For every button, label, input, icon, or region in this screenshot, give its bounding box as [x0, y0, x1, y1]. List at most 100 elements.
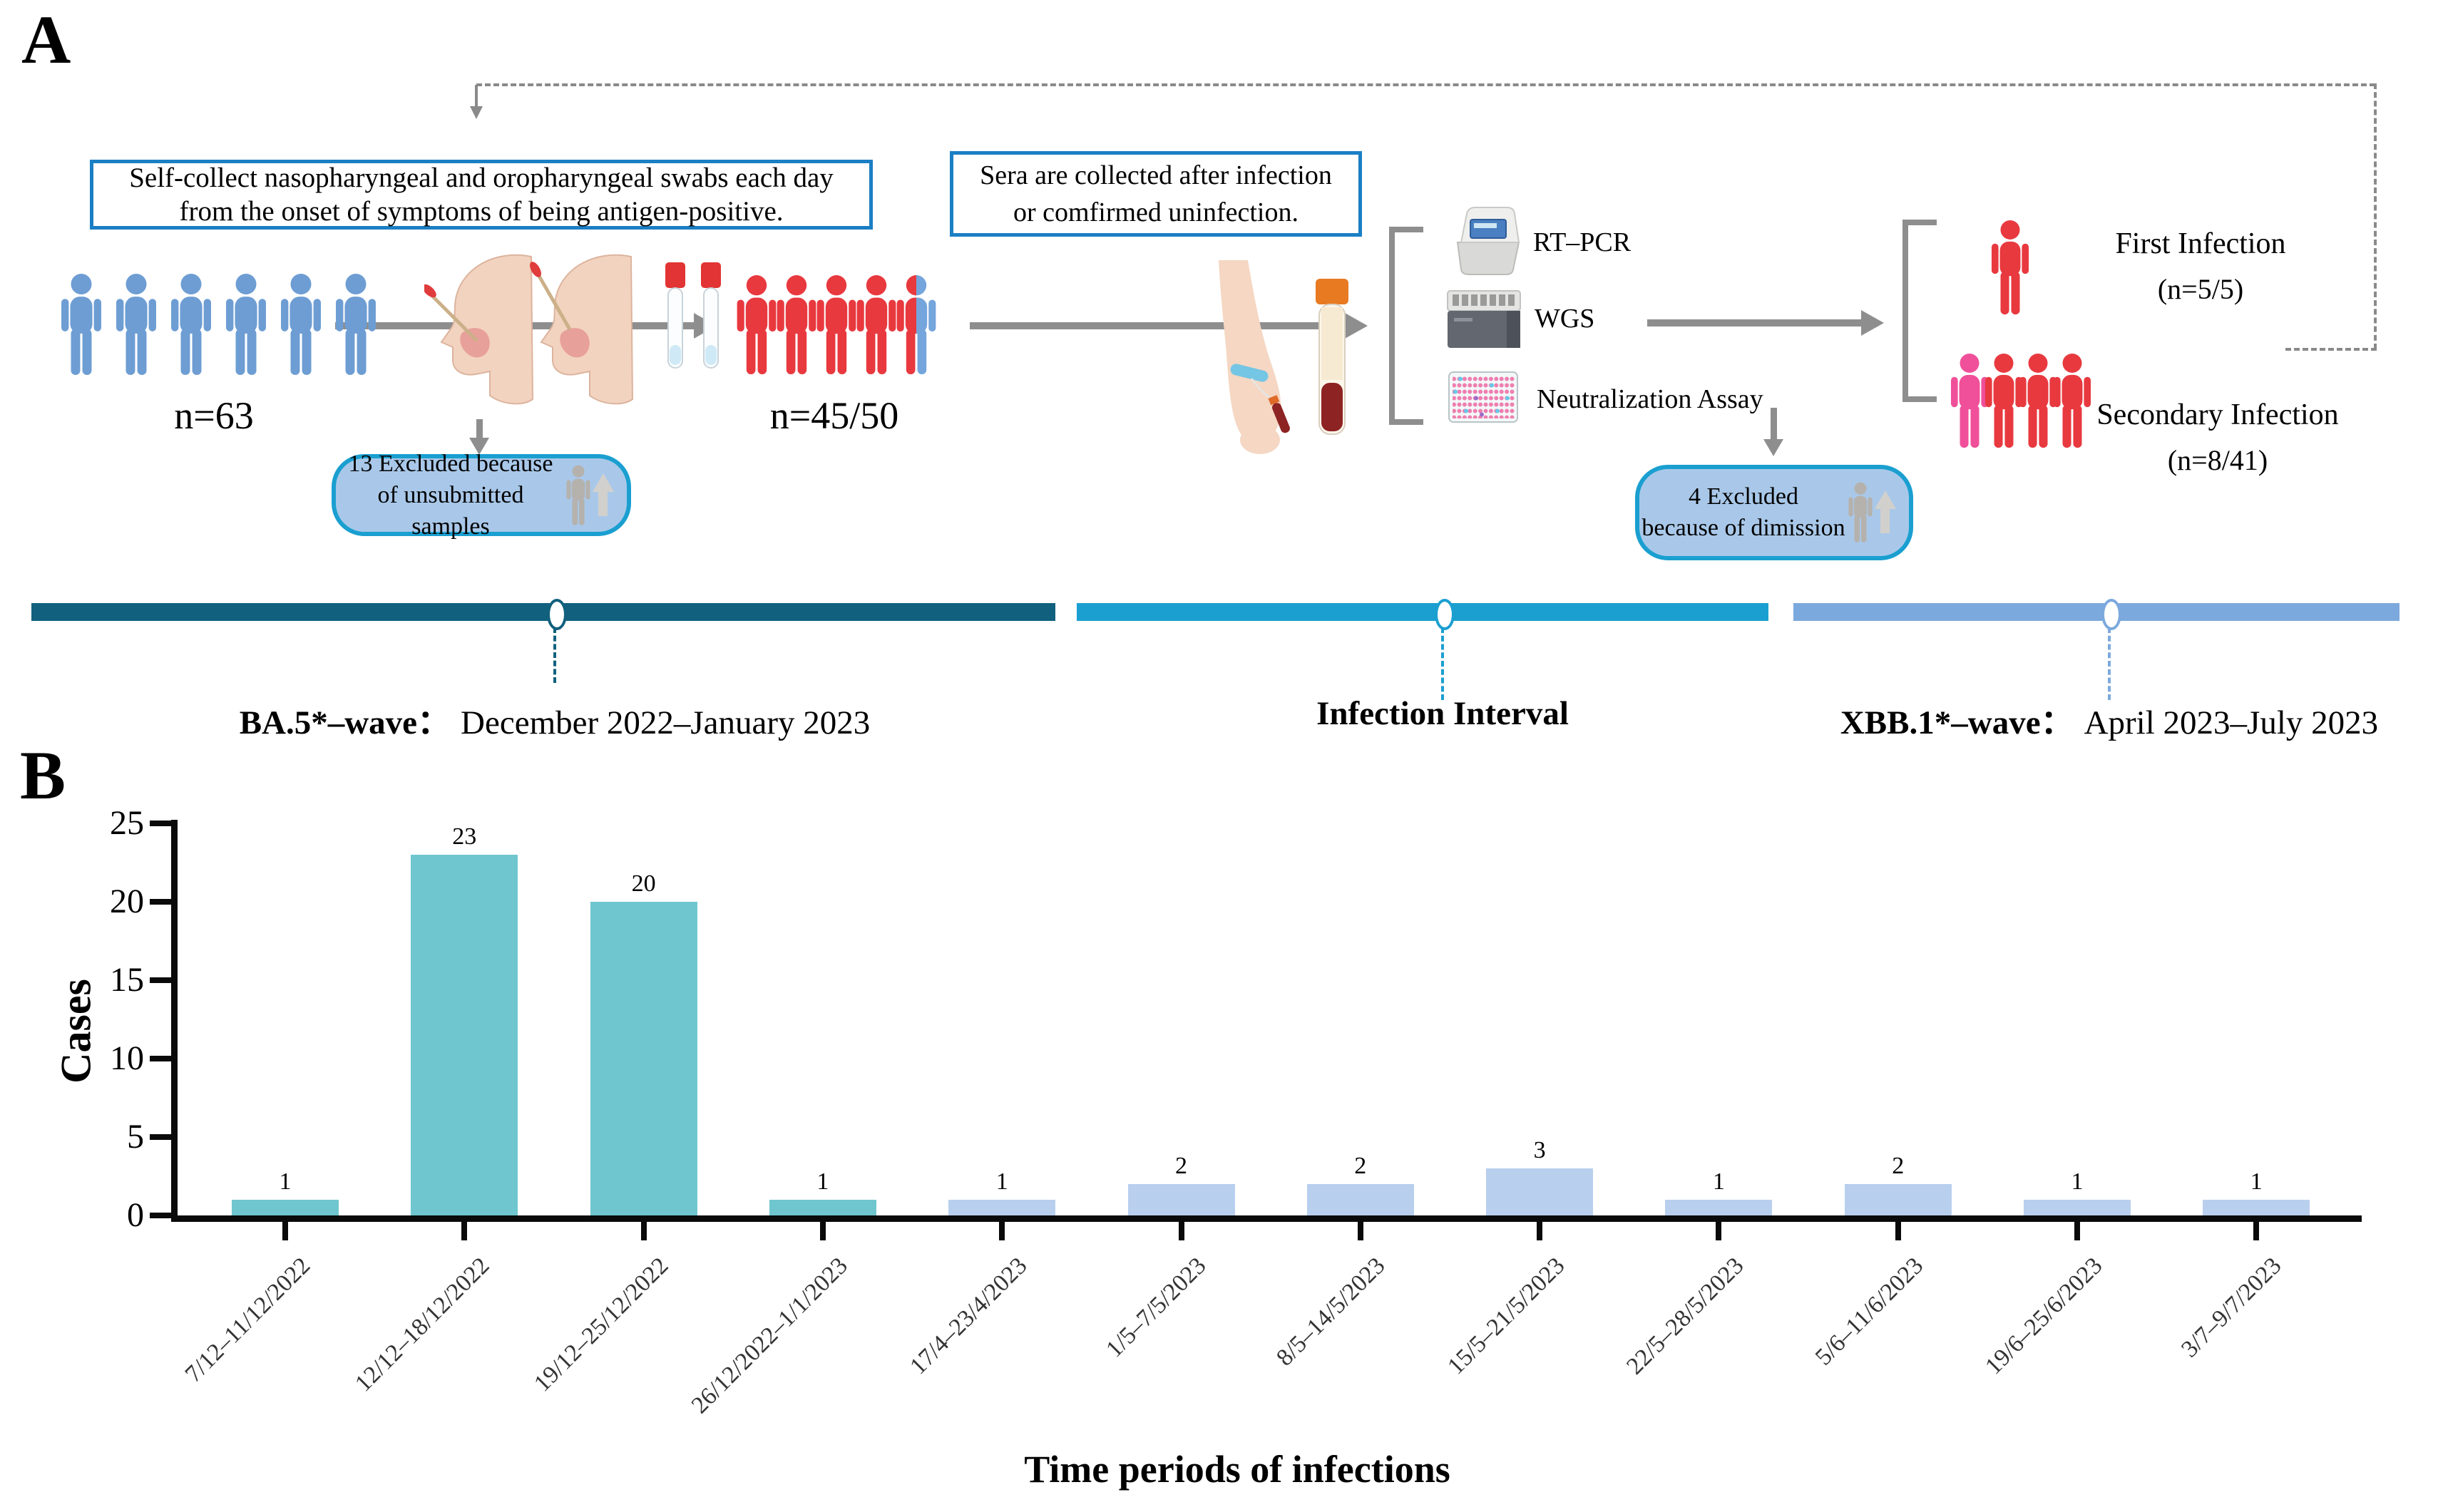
y-tick-label: 5 — [127, 1118, 144, 1156]
panel-b-label: B — [20, 737, 66, 813]
y-tick-label: 20 — [110, 883, 144, 920]
bar — [1665, 1200, 1773, 1215]
bar — [1486, 1168, 1594, 1215]
bar-value-label: 1 — [2071, 1168, 2084, 1195]
x-tick-label: 1/5–7/5/2023 — [1101, 1253, 1212, 1363]
person-icon — [336, 274, 376, 375]
assay-bracket — [1389, 227, 1423, 425]
person-icon — [737, 275, 777, 374]
outcome-bracket — [1902, 220, 1937, 402]
person-icon — [777, 275, 816, 374]
bar-value-label: 1 — [279, 1168, 292, 1195]
bar-value-label: 23 — [452, 823, 477, 850]
bar — [590, 902, 697, 1215]
bar-value-label: 2 — [1892, 1153, 1905, 1179]
excluded-dimission-line1: 4 Excluded — [1689, 483, 1798, 510]
x-tick — [2074, 1222, 2080, 1240]
bar — [411, 855, 518, 1215]
bar — [948, 1200, 1056, 1215]
bar-value-label: 1 — [816, 1168, 829, 1195]
swab-protocol-line1: Self-collect nasopharyngeal and orophary… — [129, 163, 834, 193]
exclusion-2-down-arrow-icon — [1763, 408, 1783, 456]
x-tick-label: 19/12–25/12/2022 — [529, 1253, 674, 1397]
x-tick — [1716, 1222, 1722, 1240]
bar-value-label: 3 — [1533, 1137, 1546, 1163]
excluded-person-icon — [565, 465, 617, 526]
sera-protocol-line1: Sera are collected after infection — [980, 160, 1332, 190]
neutralization-plate-icon — [1448, 371, 1518, 423]
bar — [2203, 1200, 2310, 1215]
timeline-ba5-wave-bar — [31, 603, 1055, 621]
cohort-positive-n-label: n=45/50 — [769, 394, 899, 437]
x-tick — [1357, 1222, 1363, 1240]
swab-protocol-line2: from the onset of symptoms of being anti… — [179, 196, 784, 227]
x-tick-label: 22/5–28/5/2023 — [1622, 1253, 1749, 1380]
feedback-down-arrow-icon — [470, 85, 483, 119]
excluded-unsubmitted-line1: 13 Excluded because — [348, 450, 553, 477]
y-tick-label: 10 — [110, 1039, 144, 1077]
bar-value-label: 1 — [1712, 1168, 1725, 1195]
person-icon — [61, 274, 101, 375]
timeline-drop-line — [1441, 627, 1444, 700]
first-infection-n-label: (n=5/5) — [2157, 273, 2244, 305]
first-infection-title: First Infection — [2115, 227, 2286, 260]
feedback-dashed-right-line — [2374, 83, 2377, 349]
flow-arrow-3-icon — [1647, 310, 1884, 336]
rt-pcr-label: RT–PCR — [1533, 227, 1632, 257]
secondary-infection-title: Secondary Infection — [2096, 398, 2339, 431]
panel-a-label: A — [21, 1, 71, 78]
timeline-drop-line — [553, 627, 556, 683]
blood-draw-illustration-icon — [1219, 260, 1348, 454]
swab-protocol-box: Self-collect nasopharyngeal and orophary… — [90, 160, 873, 230]
xbb-wave-label: XBB.1*–wave：April 2023–July 2023 — [1840, 704, 2379, 741]
x-tick — [1178, 1222, 1184, 1240]
x-tick-label: 7/12–11/12/2022 — [180, 1253, 316, 1388]
bar — [2024, 1200, 2131, 1215]
x-tick-label: 5/6–11/6/2023 — [1810, 1253, 1928, 1371]
sera-protocol-box: Sera are collected after infection or co… — [950, 151, 1362, 237]
timeline-xbb-wave-bar — [1793, 603, 2400, 621]
y-axis-title: Cases — [52, 979, 100, 1084]
flow-arrow-2-icon — [970, 313, 1368, 339]
y-tick-label: 15 — [110, 961, 144, 999]
bar — [1306, 1184, 1414, 1215]
x-tick — [640, 1222, 647, 1240]
neutralization-assay-label: Neutralization Assay — [1537, 384, 1763, 414]
y-tick — [150, 821, 171, 826]
bar — [769, 1200, 876, 1215]
person-icon — [281, 274, 321, 375]
x-tick-label: 26/12/2022–1/1/2023 — [686, 1253, 854, 1419]
y-tick — [150, 977, 171, 983]
excluded-dimission-line2: because of dimission — [1642, 515, 1845, 541]
swab-collection-illustration-icon — [424, 254, 721, 405]
wgs-label: WGS — [1535, 304, 1595, 334]
x-tick — [1895, 1222, 1901, 1240]
cohort-initial-n-label: n=63 — [174, 394, 254, 437]
x-tick — [999, 1222, 1005, 1240]
y-tick — [150, 1213, 171, 1218]
excluded-unsubmitted-box: 13 Excluded because of unsubmitted sampl… — [332, 451, 631, 540]
bar — [1127, 1184, 1235, 1215]
x-tick-label: 19/6–25/6/2023 — [1980, 1253, 2108, 1380]
x-tick — [1537, 1222, 1543, 1240]
person-icon — [2053, 353, 2091, 448]
x-axis-line — [171, 1215, 2362, 1222]
x-tick — [2253, 1222, 2260, 1240]
infection-interval-label: Infection Interval — [1316, 695, 1569, 732]
excluded-dimission-box: 4 Excluded because of dimission — [1635, 465, 1913, 560]
bar-value-label: 20 — [631, 870, 656, 897]
excluded-unsubmitted-line2: of unsubmitted samples — [377, 481, 524, 540]
person-icon — [856, 275, 896, 374]
x-tick-label: 17/4–23/4/2023 — [904, 1253, 1033, 1380]
x-tick — [282, 1222, 288, 1240]
person-icon — [116, 274, 156, 375]
x-tick-label: 15/5–21/5/2023 — [1442, 1253, 1570, 1380]
wgs-sequencer-icon — [1447, 290, 1521, 348]
bar-value-label: 2 — [1175, 1153, 1187, 1179]
timeline-drop-line — [2108, 627, 2111, 700]
x-tick-label: 12/12–18/12/2022 — [349, 1253, 495, 1397]
excluded-person-icon — [1848, 482, 1899, 543]
bar — [1844, 1184, 1952, 1215]
timeline-marker-icon — [547, 599, 567, 630]
